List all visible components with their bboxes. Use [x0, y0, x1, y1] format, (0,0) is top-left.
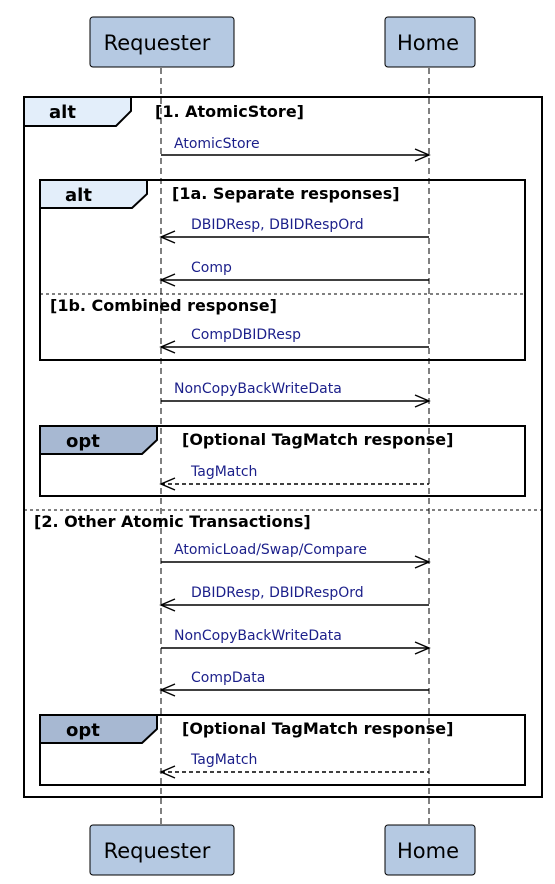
arrowhead-right [414, 641, 431, 655]
message-7: AtomicLoad/Swap/Compare [161, 542, 431, 569]
arrowhead-left [159, 273, 176, 287]
arrowhead-left [159, 477, 176, 491]
message-3: Comp [159, 260, 429, 287]
participant-home-top: Home [384, 16, 476, 68]
outer-alt-tab-label: alt [49, 102, 76, 123]
opt-2-tab [39, 714, 158, 744]
arrowhead-left [159, 765, 176, 779]
message-11: TagMatch [159, 752, 429, 779]
message-8: DBIDResp, DBIDRespOrd [159, 585, 429, 612]
message-11-label: TagMatch [190, 752, 257, 768]
message-2-label: DBIDResp, DBIDRespOrd [191, 217, 364, 233]
participant-requester-top-label: Requester [104, 31, 211, 55]
message-6-label: TagMatch [190, 464, 257, 480]
message-4-label: CompDBIDResp [191, 327, 301, 343]
outer-alt-guard-1: [1. AtomicStore] [155, 102, 304, 121]
outer-alt-guard-2: [2. Other Atomic Transactions] [34, 512, 311, 531]
message-5: NonCopyBackWriteData [161, 381, 431, 408]
opt-1-tab-label: opt [66, 431, 100, 452]
outer-alt-tab [23, 96, 132, 127]
message-3-label: Comp [191, 260, 232, 276]
arrowhead-left [159, 683, 176, 697]
message-5-label: NonCopyBackWriteData [174, 381, 342, 397]
message-6: TagMatch [159, 464, 429, 491]
opt-2-tab-label: opt [66, 720, 100, 741]
inner-alt-guard-1: [1a. Separate responses] [172, 184, 400, 203]
message-2: DBIDResp, DBIDRespOrd [159, 217, 429, 244]
message-10: CompData [159, 670, 429, 697]
participant-requester-bottom: Requester [89, 824, 235, 876]
message-8-label: DBIDResp, DBIDRespOrd [191, 585, 364, 601]
participant-requester-top: Requester [89, 16, 235, 68]
message-1: AtomicStore [161, 136, 431, 162]
arrowhead-left [159, 230, 176, 244]
opt-1-guard: [Optional TagMatch response] [182, 430, 453, 449]
opt-1-tab [39, 425, 158, 455]
arrowhead-left [159, 598, 176, 612]
inner-alt-fragment: alt [1a. Separate responses] [1b. Combin… [39, 179, 526, 361]
inner-alt-tab-label: alt [65, 185, 92, 206]
opt-fragment-1: opt [Optional TagMatch response] [39, 425, 526, 497]
message-9-label: NonCopyBackWriteData [174, 628, 342, 644]
message-10-label: CompData [191, 670, 265, 686]
message-7-label: AtomicLoad/Swap/Compare [174, 542, 367, 558]
opt-fragment-2: opt [Optional TagMatch response] [39, 714, 526, 786]
arrowhead-right [414, 555, 431, 569]
message-9: NonCopyBackWriteData [161, 628, 431, 655]
inner-alt-tab [39, 179, 148, 209]
message-4: CompDBIDResp [159, 327, 429, 354]
arrowhead-right [414, 394, 431, 408]
message-1-label: AtomicStore [174, 136, 260, 152]
participant-home-top-label: Home [397, 31, 459, 55]
participant-requester-bottom-label: Requester [104, 839, 211, 863]
arrowhead-right [414, 148, 431, 162]
arrowhead-left [159, 340, 176, 354]
participant-home-bottom-label: Home [397, 839, 459, 863]
opt-2-guard: [Optional TagMatch response] [182, 719, 453, 738]
participant-home-bottom: Home [384, 824, 476, 876]
inner-alt-guard-2: [1b. Combined response] [50, 296, 277, 315]
outer-alt-fragment: alt [1. AtomicStore] [2. Other Atomic Tr… [23, 96, 543, 798]
